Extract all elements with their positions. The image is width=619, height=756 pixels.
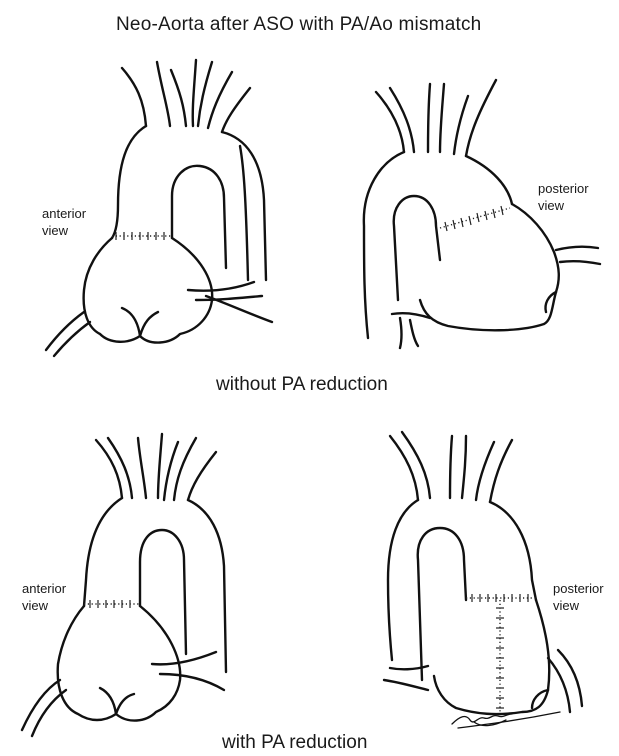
bottom-caption: with PA reduction — [222, 732, 367, 754]
top-right-posterior-drawing — [364, 80, 600, 348]
top-left-view-label-line2: view — [42, 222, 86, 239]
bottom-right-view-label: posterior view — [553, 580, 604, 614]
diagram-title: Neo-Aorta after ASO with PA/Ao mismatch — [116, 14, 481, 36]
top-left-view-label: anterior view — [42, 205, 86, 239]
bottom-left-view-label-line1: anterior — [22, 580, 66, 597]
top-right-view-label-line1: posterior — [538, 180, 589, 197]
bottom-left-view-label-line2: view — [22, 597, 66, 614]
top-left-view-label-line1: anterior — [42, 205, 86, 222]
top-caption: without PA reduction — [216, 374, 388, 396]
bottom-left-view-label: anterior view — [22, 580, 66, 614]
top-right-view-label-line2: view — [538, 197, 589, 214]
bottom-right-view-label-line2: view — [553, 597, 604, 614]
bottom-right-view-label-line1: posterior — [553, 580, 604, 597]
top-right-view-label: posterior view — [538, 180, 589, 214]
